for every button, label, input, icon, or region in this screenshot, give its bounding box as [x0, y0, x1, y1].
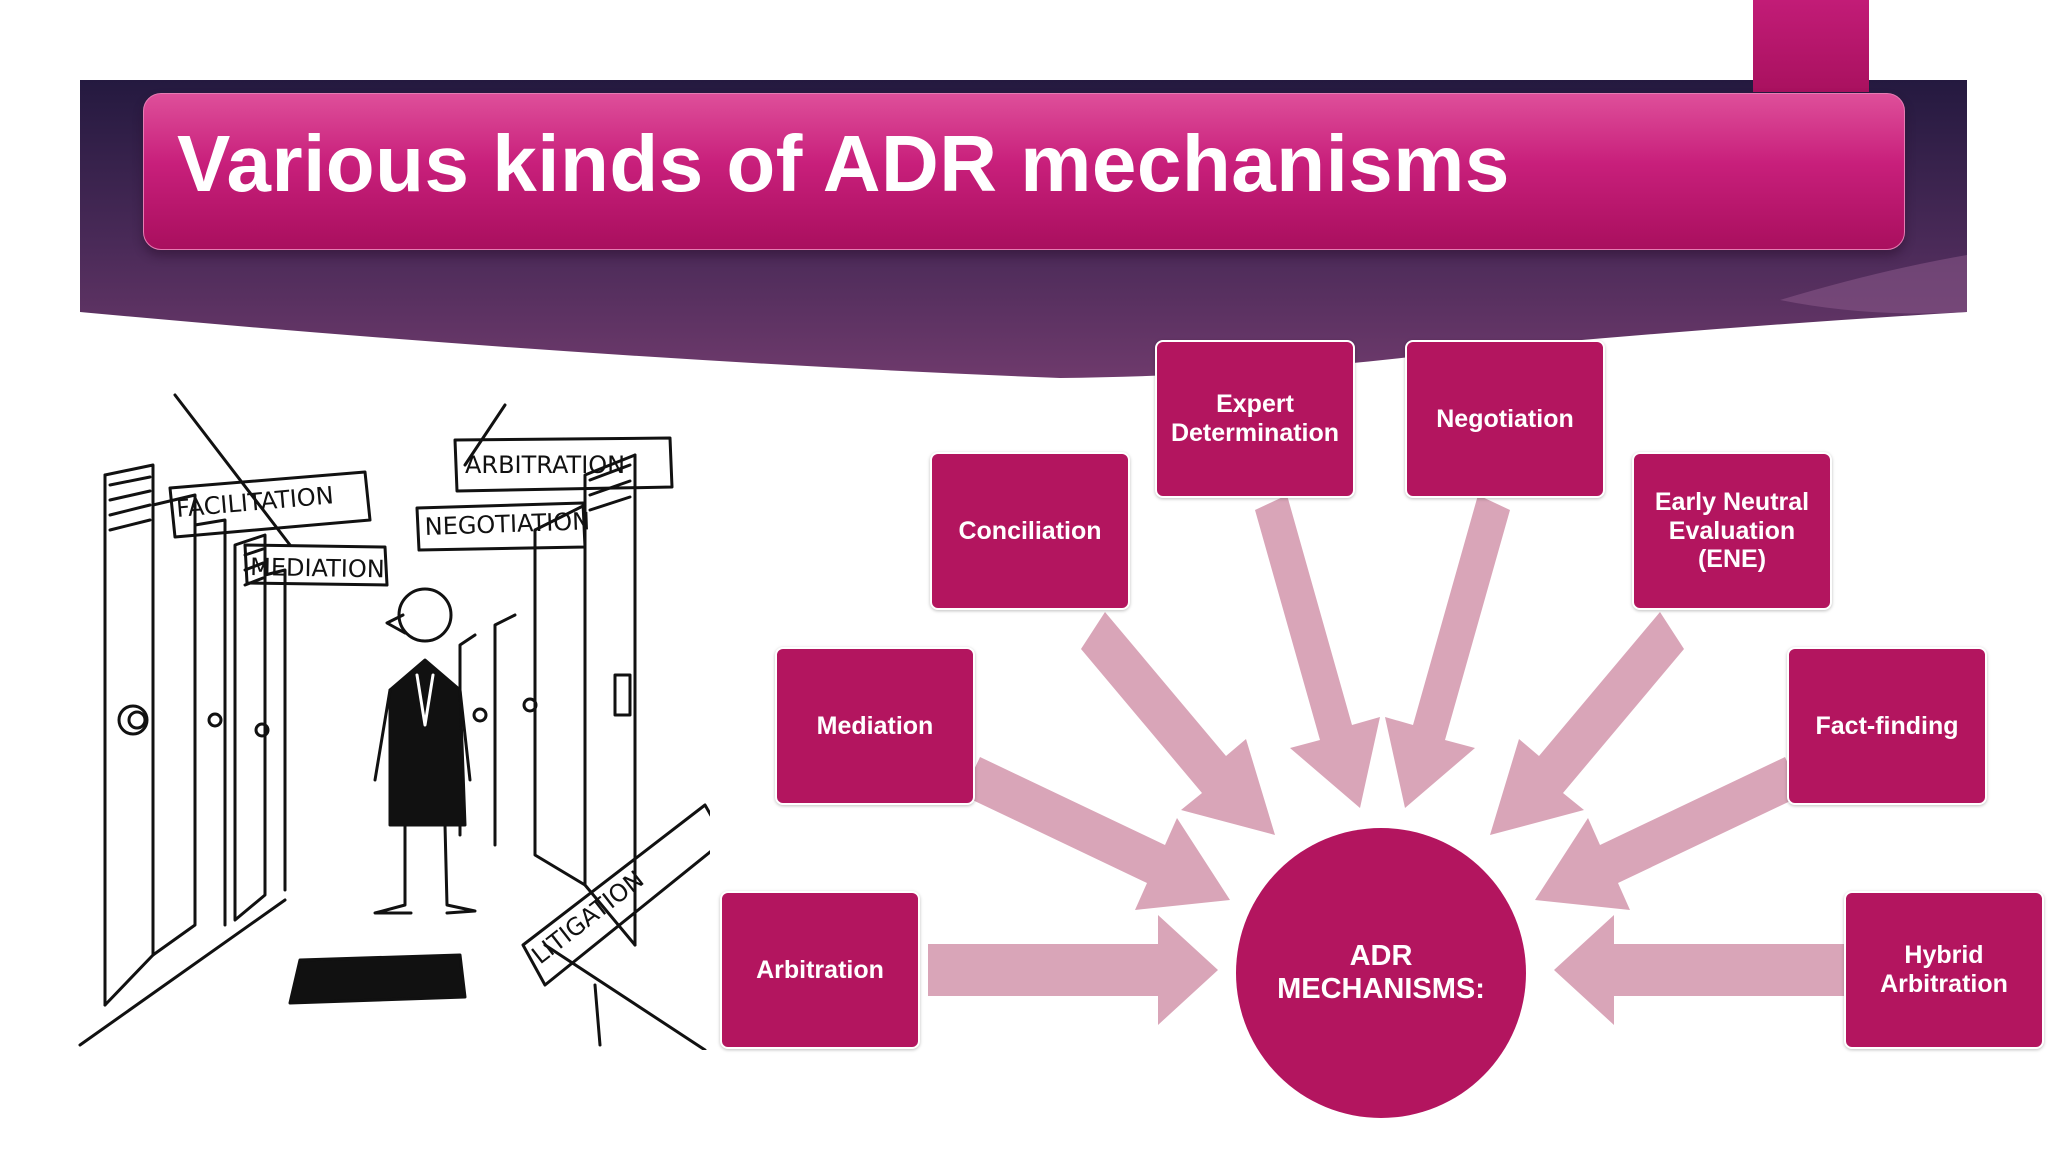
node-mediation: Mediation	[775, 647, 975, 805]
arrow-from-conciliation	[1081, 612, 1275, 835]
node-conciliation: Conciliation	[930, 452, 1130, 610]
sign-negotiation: NEGOTIATION	[424, 507, 590, 541]
adr-doors-cartoon: FACILITATION MEDIATION ARBITRATION NEGOT…	[78, 393, 710, 1050]
arrow-from-negotiation	[1385, 495, 1510, 808]
node-arbitration: Arbitration	[720, 891, 920, 1049]
hub-adr-mechanisms: ADR MECHANISMS:	[1236, 828, 1526, 1118]
arrow-from-expert-determination	[1255, 495, 1380, 808]
node-negotiation: Negotiation	[1405, 340, 1605, 498]
sign-mediation: MEDIATION	[250, 553, 385, 583]
arrow-from-mediation	[962, 757, 1230, 910]
accent-tab	[1753, 0, 1869, 92]
slide-title: Various kinds of ADR mechanisms	[177, 119, 1510, 208]
arrow-from-fact-finding	[1535, 757, 1803, 910]
title-bar: Various kinds of ADR mechanisms	[143, 93, 1905, 250]
node-early-neutral-evaluation: Early Neutral Evaluation (ENE)	[1632, 452, 1832, 610]
node-hybrid-arbitration: Hybrid Arbitration	[1844, 891, 2044, 1049]
arrow-from-hybrid-arbitration	[1554, 915, 1844, 1025]
node-expert-determination: Expert Determination	[1155, 340, 1355, 498]
arrow-from-ene	[1490, 612, 1684, 835]
sign-arbitration: ARBITRATION	[465, 451, 625, 479]
arrow-from-arbitration	[928, 915, 1218, 1025]
node-fact-finding: Fact-finding	[1787, 647, 1987, 805]
